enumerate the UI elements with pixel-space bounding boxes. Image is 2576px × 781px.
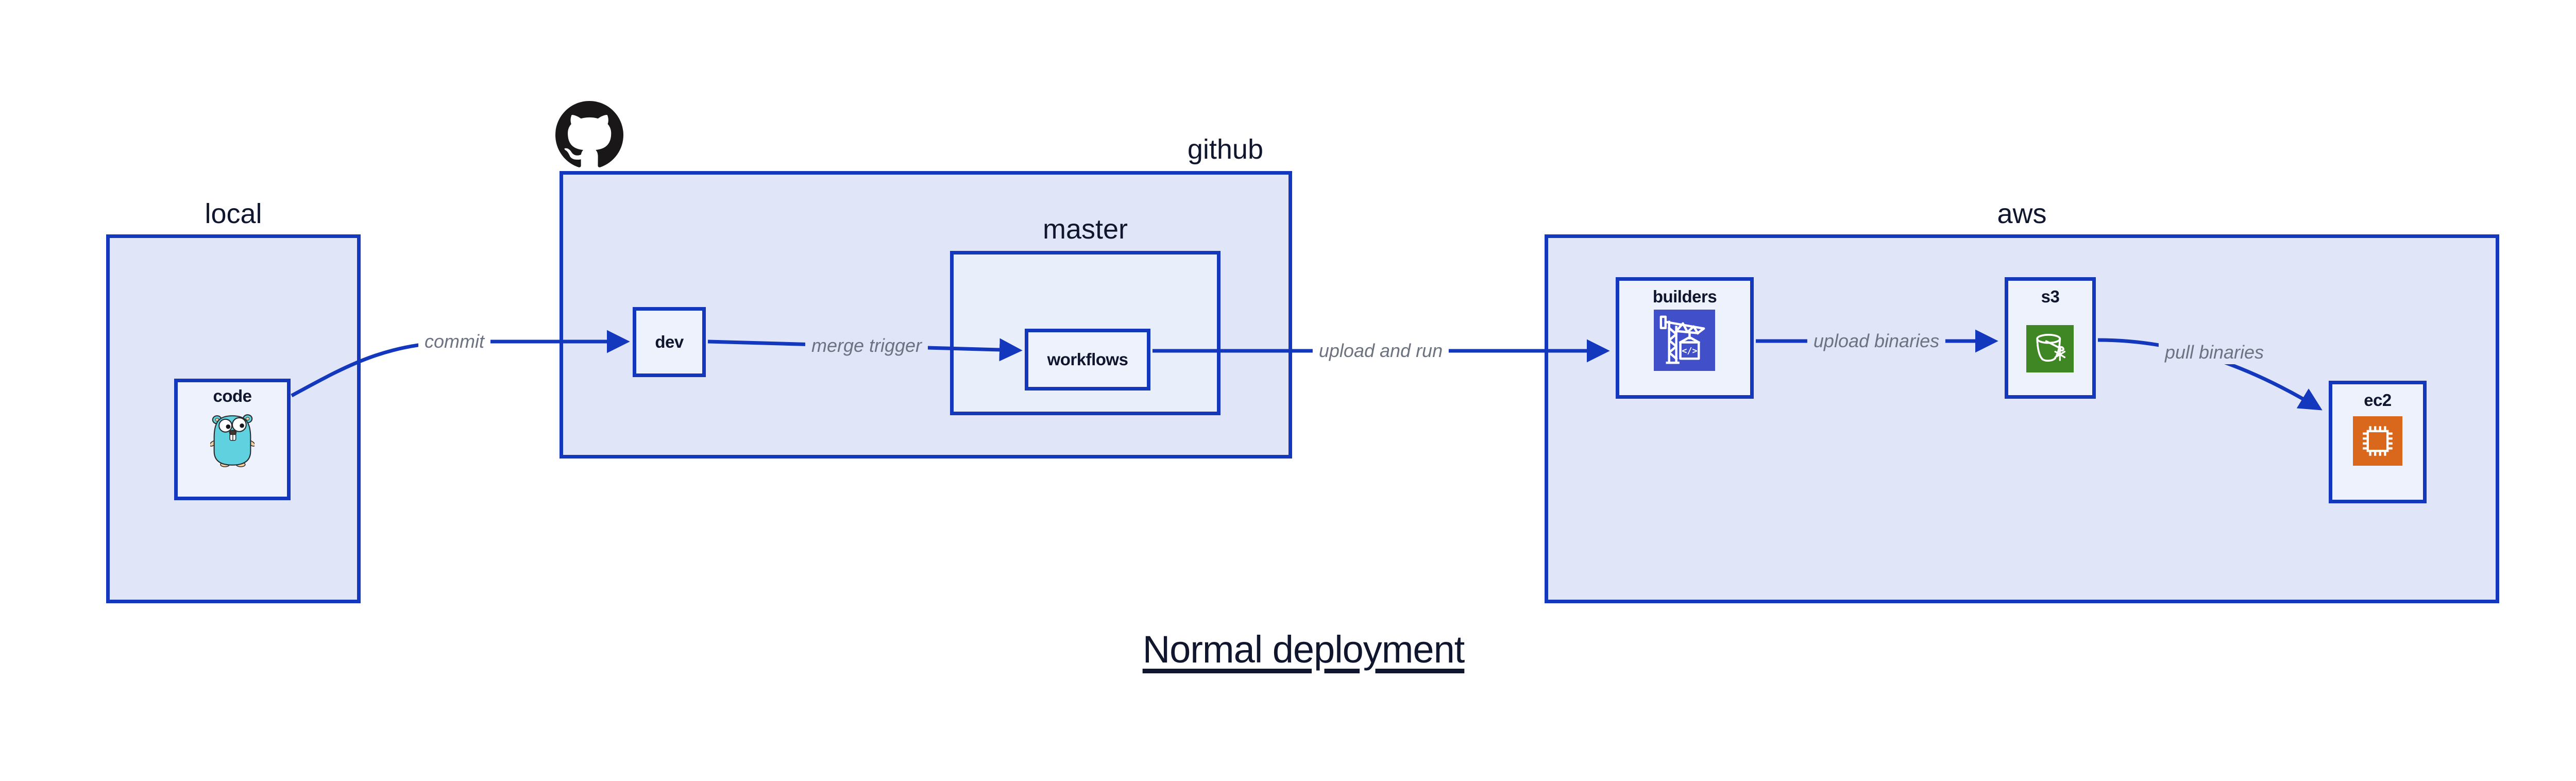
container-master-label: master	[1042, 214, 1128, 245]
edge-label-upload-binaries: upload binaries	[1807, 329, 1946, 353]
node-s3: s3	[2005, 277, 2096, 399]
aws-s3-glacier-icon	[2026, 325, 2074, 372]
go-gopher-icon	[209, 411, 256, 468]
node-workflows: workflows	[1025, 329, 1150, 390]
container-github-label: github	[1187, 134, 1263, 165]
edge-label-upload-and-run: upload and run	[1312, 339, 1449, 363]
node-code-label: code	[213, 386, 252, 405]
node-dev: dev	[633, 307, 706, 377]
node-s3-label: s3	[2041, 287, 2060, 306]
edge-label-commit: commit	[418, 330, 490, 353]
node-code: code	[174, 379, 291, 500]
node-builders-label: builders	[1652, 287, 1717, 306]
node-dev-label: dev	[655, 332, 684, 351]
edge-label-merge-trigger: merge trigger	[805, 334, 928, 358]
node-builders: builders </>	[1616, 277, 1754, 399]
aws-ec2-icon	[2353, 416, 2402, 466]
container-aws-label: aws	[1997, 198, 2047, 229]
edge-label-pull-binaries: pull binaries	[2158, 341, 2270, 364]
aws-codebuild-icon: </>	[1654, 310, 1715, 371]
svg-text:</>: </>	[1682, 345, 1697, 355]
diagram-title: Normal deployment	[1142, 628, 1465, 671]
node-ec2: ec2	[2329, 381, 2427, 503]
container-local-label: local	[205, 198, 262, 229]
node-workflows-label: workflows	[1047, 350, 1128, 369]
github-octocat-logo-icon	[555, 101, 623, 167]
node-ec2-label: ec2	[2364, 390, 2392, 410]
